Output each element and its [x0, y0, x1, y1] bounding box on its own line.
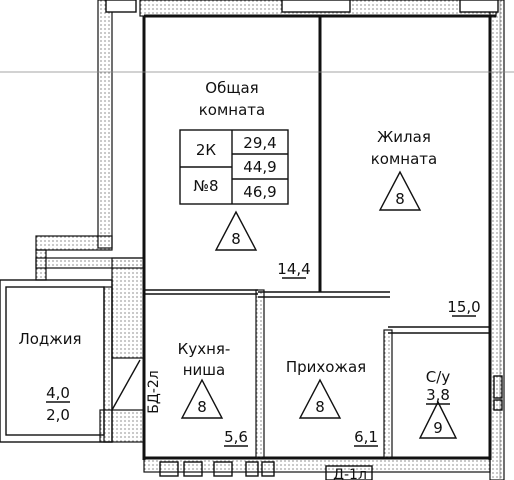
wall-code-leader — [111, 359, 141, 411]
living-room-label-2: комната — [371, 150, 437, 168]
hall-mark-triangle — [298, 378, 342, 419]
vent-3 — [213, 461, 233, 477]
left-wall-column — [111, 257, 145, 359]
vent-5 — [261, 461, 275, 477]
kitchen-label-1: Кухня- — [178, 340, 231, 358]
kitchen-area: 5,6 — [224, 428, 248, 446]
bath-mark-triangle — [418, 400, 458, 439]
right-wall-mark — [493, 375, 503, 399]
living-room-area: 15,0 — [447, 298, 480, 316]
window-top-left — [105, 0, 137, 13]
common-room-label-1: Общая — [205, 79, 258, 97]
bath-label: С/у — [426, 368, 451, 386]
window-top-mid — [281, 0, 351, 13]
table-value-1: 29,4 — [243, 134, 276, 152]
bath-mark: 9 — [433, 419, 443, 437]
apartment-info-table: 2К №8 29,4 44,9 46,9 — [179, 129, 289, 205]
kitchen-label-2: ниша — [183, 361, 225, 379]
hall-label: Прихожая — [286, 358, 366, 376]
bath-area: 3,8 — [426, 386, 450, 404]
living-room-mark-triangle — [378, 170, 422, 211]
hall-mark: 8 — [315, 398, 325, 416]
hall-area: 6,1 — [354, 428, 378, 446]
right-wall-mark2 — [493, 399, 503, 411]
common-room-area: 14,4 — [277, 260, 310, 278]
partition-bath-left — [383, 329, 393, 459]
kitchen-mark: 8 — [197, 398, 207, 416]
loggia-label: Лоджия — [18, 330, 81, 348]
left-wall-step — [35, 235, 113, 251]
partition-hall-left — [255, 289, 265, 459]
common-room-label-2: комната — [199, 101, 265, 119]
loggia-corner — [99, 409, 145, 443]
vent-4 — [245, 461, 259, 477]
window-top-right — [459, 0, 499, 13]
table-number: №8 — [193, 177, 218, 195]
common-room-mark-triangle — [214, 210, 258, 251]
loggia-area-1: 4,0 — [46, 384, 70, 402]
table-value-3: 46,9 — [243, 183, 276, 201]
common-room-mark: 8 — [231, 230, 241, 248]
loggia-area-2: 2,0 — [46, 406, 70, 424]
bottom-wall — [143, 457, 491, 473]
vent-6 — [325, 465, 373, 480]
vent-1 — [159, 461, 179, 477]
wall-code: БД-2л — [146, 370, 162, 413]
kitchen-mark-triangle — [180, 378, 224, 419]
living-room-label-1: Жилая — [377, 128, 431, 146]
vent-2 — [183, 461, 203, 477]
living-room-mark: 8 — [395, 190, 405, 208]
table-value-2: 44,9 — [243, 158, 276, 176]
left-wall-upper — [97, 0, 113, 249]
table-type: 2К — [196, 141, 217, 159]
door-code: Д-1л — [333, 467, 367, 480]
